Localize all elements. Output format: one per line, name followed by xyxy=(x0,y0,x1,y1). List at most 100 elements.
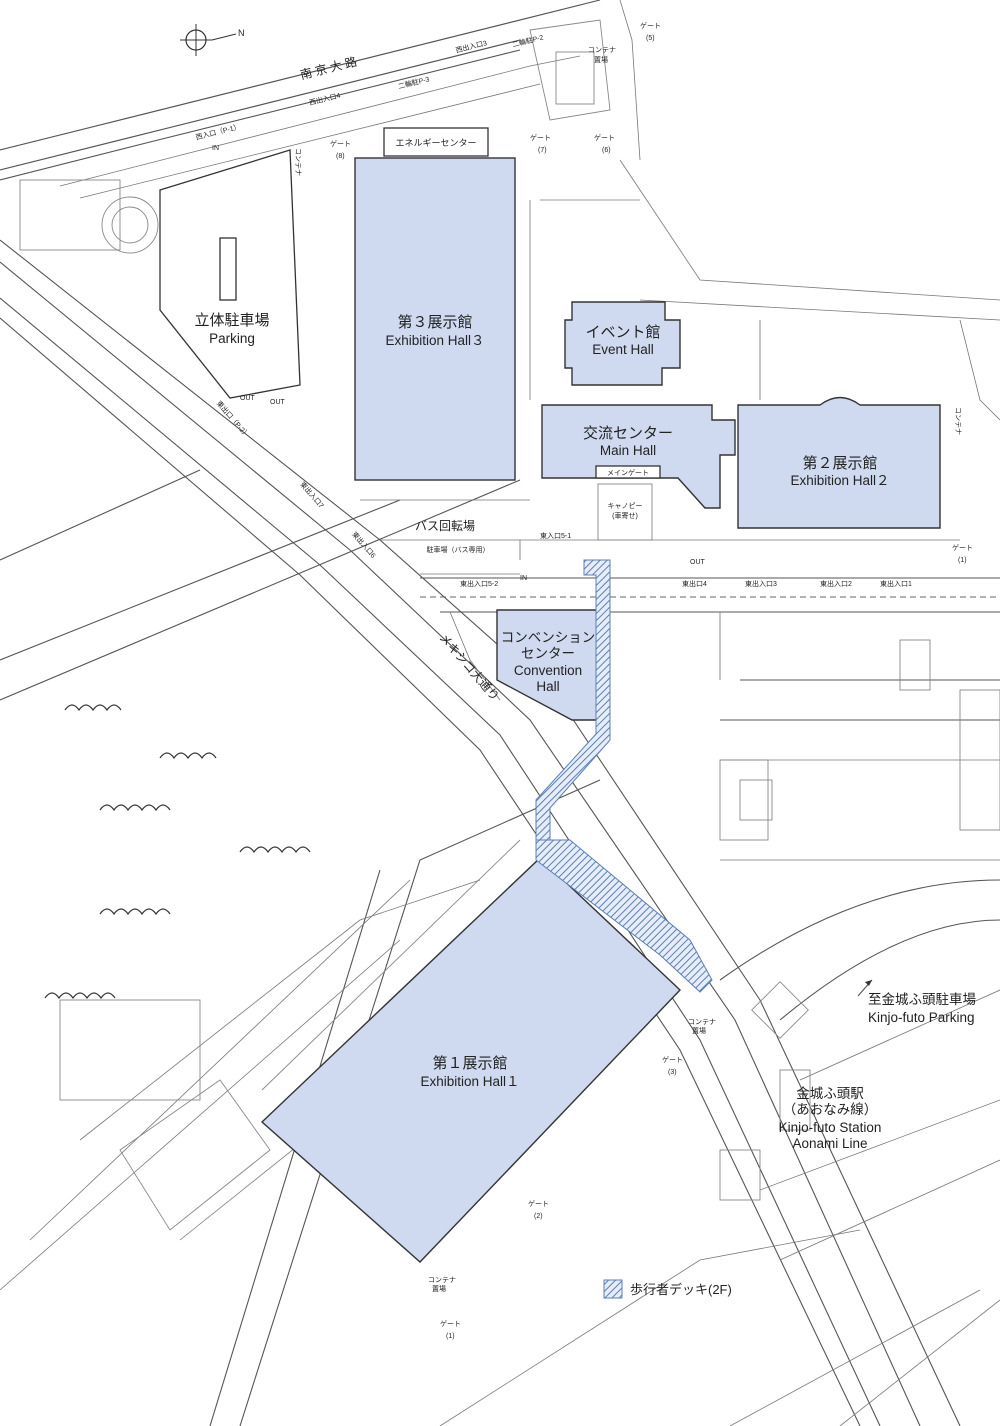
kinjo-parking-label-en: Kinjo-futo Parking xyxy=(868,1010,975,1025)
gate-8-label: ゲート xyxy=(330,139,351,148)
main-hall-label-en: Main Hall xyxy=(600,443,656,458)
gate-1-east[interactable]: ゲート (1) xyxy=(952,543,973,564)
convention-label-en2: Hall xyxy=(536,679,559,694)
deck-legend-label: 歩行者デッキ(2F) xyxy=(630,1282,732,1297)
convention-label-ja1: コンベンション xyxy=(501,630,596,645)
north-icon: N xyxy=(238,28,245,38)
hall3-label-ja: 第３展示館 xyxy=(397,313,472,331)
event-hall-label-en: Event Hall xyxy=(592,342,654,357)
convention-label-ja2: センター xyxy=(521,646,575,661)
mexico-road-label: メキシコ大通り xyxy=(436,631,502,704)
pedestrian-deck xyxy=(535,559,713,993)
station-label-ja2: （あおなみ線） xyxy=(783,1102,878,1117)
east-exit-4: 東出口4 xyxy=(682,579,707,588)
kinjo-parking-direction[interactable]: 至金城ふ頭駐車場 Kinjo-futo Parking xyxy=(857,979,976,1025)
misc-lots xyxy=(19,19,1000,1231)
container-label-gate1: コンテナ xyxy=(428,1276,456,1284)
gate-7[interactable]: ゲート (7) xyxy=(530,133,551,154)
canopy-sub-label: (車寄せ) xyxy=(612,511,638,520)
gate-7-number: (7) xyxy=(538,147,547,154)
east-entrance-5-2: 東出入口5-2 xyxy=(460,579,498,588)
east-entrance-7: 東出入口7 xyxy=(298,480,326,510)
gate-3-label: ゲート xyxy=(662,1055,683,1064)
container-storage-top: コンテナ 置場 xyxy=(588,46,616,64)
energy-center-label: エネルギーセンター xyxy=(395,138,476,148)
canopy-label: キャノピー xyxy=(608,502,643,510)
parking-structure[interactable]: 立体駐車場 Parking xyxy=(101,149,301,399)
out-label-2: OUT xyxy=(270,399,286,406)
east-entrance-2: 東出入口2 xyxy=(820,579,852,588)
container-label-top-2: 置場 xyxy=(594,55,608,64)
main-hall[interactable]: メインゲート 交流センター Main Hall xyxy=(541,404,736,509)
gate-5-label: ゲート xyxy=(640,21,661,30)
kinjo-futo-station[interactable]: 金城ふ頭駅 （あおなみ線） Kinjo-futo Station Aonami … xyxy=(751,981,882,1151)
bus-parking-label: 駐車場（バス専用） xyxy=(427,545,490,554)
gate-2-label: ゲート xyxy=(528,1199,549,1208)
gate-1-east-number: (1) xyxy=(958,557,967,564)
container-storage-gate1: コンテナ 置場 xyxy=(428,1276,456,1293)
gate-3-number: (3) xyxy=(668,1069,677,1076)
event-hall-label-ja: イベント館 xyxy=(585,324,660,341)
main-gate-label: メインゲート xyxy=(607,468,649,477)
gate-2-number: (2) xyxy=(534,1213,543,1220)
container-label-hall1-2: 置場 xyxy=(692,1026,706,1035)
exhibition-hall-1[interactable]: 第１展示館 Exhibition Hall１ xyxy=(260,839,681,1263)
west-entrance-1: 西入口（P-1） xyxy=(195,123,241,142)
out-label-3: OUT xyxy=(690,559,706,566)
gate-6-number: (6) xyxy=(602,147,611,154)
container-storage-hall2: コンテナ xyxy=(954,407,962,435)
east-entrance-1: 東出入口1 xyxy=(880,579,912,588)
container-label-top: コンテナ xyxy=(588,46,616,54)
container-label-hall1: コンテナ xyxy=(688,1018,716,1026)
east-entrance-6: 東出入口6 xyxy=(350,530,378,560)
parking-label-en: Parking xyxy=(209,331,255,346)
main-hall-label-ja: 交流センター xyxy=(583,424,673,442)
hall1-label-ja: 第１展示館 xyxy=(432,1054,507,1072)
container-label-gate1-2: 置場 xyxy=(432,1284,446,1293)
hall2-label-ja: 第２展示館 xyxy=(802,454,877,472)
gate-1[interactable]: ゲート (1) xyxy=(440,1319,461,1340)
gate-6[interactable]: ゲート (6) xyxy=(594,133,615,154)
canopy: キャノピー (車寄せ) xyxy=(597,483,653,541)
energy-center: エネルギーセンター xyxy=(383,127,489,157)
gate-5[interactable]: ゲート (5) xyxy=(640,21,661,42)
deck-legend-swatch xyxy=(603,1279,623,1299)
east-entrance-5-1: 東入口5-1 xyxy=(540,531,571,540)
east-exit-p2: 東出口（P-2） xyxy=(215,399,252,440)
station-label-ja: 金城ふ頭駅 xyxy=(796,1086,864,1101)
legend: 歩行者デッキ(2F) xyxy=(603,1279,732,1299)
container-storage-hall3: コンテナ xyxy=(294,148,302,176)
event-hall[interactable]: イベント館 Event Hall xyxy=(564,301,681,386)
gate-8-number: (8) xyxy=(336,153,345,160)
container-label-hall3: コンテナ xyxy=(294,148,302,176)
hall2-label-en: Exhibition Hall２ xyxy=(790,473,889,488)
container-storage-hall1: コンテナ 置場 xyxy=(688,1018,716,1035)
gate-1-label: ゲート xyxy=(440,1319,461,1328)
gate-1-east-label: ゲート xyxy=(952,543,973,552)
hall1-label-en: Exhibition Hall１ xyxy=(420,1074,519,1089)
exhibition-hall-2[interactable]: 第２展示館 Exhibition Hall２ xyxy=(737,396,941,529)
gate-5-number: (5) xyxy=(646,35,655,42)
nankin-road-label: 南 京 大 路 xyxy=(298,54,358,83)
container-label-hall2: コンテナ xyxy=(954,407,962,435)
gate-2[interactable]: ゲート (2) xyxy=(528,1199,549,1220)
exhibition-hall-3[interactable]: 第３展示館 Exhibition Hall３ xyxy=(354,157,516,481)
moto-lot-2: 二輪駐P-2 xyxy=(511,33,544,49)
west-entrance-4: 西出入口4 xyxy=(308,91,341,107)
convention-hall[interactable]: コンベンション センター Convention Hall xyxy=(496,609,599,721)
north-compass: N xyxy=(180,24,245,56)
east-entrance-3: 東出入口3 xyxy=(745,579,777,588)
hall3-label-en: Exhibition Hall３ xyxy=(385,333,484,348)
out-label-1: OUT xyxy=(240,395,256,402)
gate-6-label: ゲート xyxy=(594,133,615,142)
gate-8[interactable]: ゲート (8) xyxy=(330,139,351,160)
gate-3[interactable]: ゲート (3) xyxy=(662,1055,683,1076)
in-label-2: IN xyxy=(520,575,527,582)
station-label-en2: Aonami Line xyxy=(792,1136,867,1151)
in-label-1: IN xyxy=(212,145,219,152)
parking-label-ja: 立体駐車場 xyxy=(194,312,269,329)
gate-1-number: (1) xyxy=(446,1333,455,1340)
kinjo-parking-label-ja: 至金城ふ頭駐車場 xyxy=(868,992,976,1007)
gate-7-label: ゲート xyxy=(530,133,551,142)
